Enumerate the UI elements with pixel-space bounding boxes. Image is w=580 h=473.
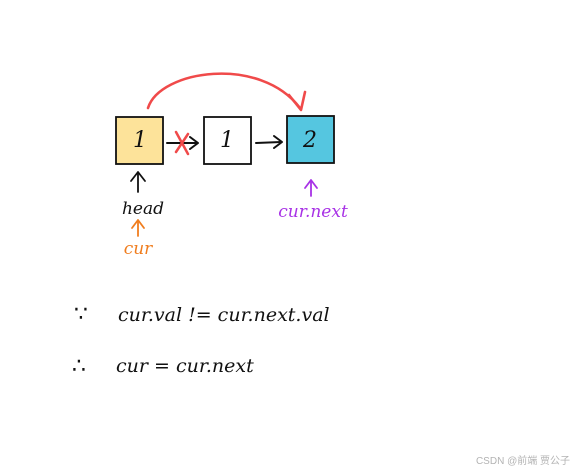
because-symbol: ∵: [74, 302, 88, 327]
skip-arc-arrow: [146, 72, 307, 112]
node-value-1: 1: [133, 128, 147, 153]
condition-formula: cur.val != cur.next.val: [118, 304, 330, 326]
cur-next-label: cur.next: [278, 202, 348, 222]
node-value-3: 2: [302, 128, 317, 153]
head-pointer-arrow: [130, 171, 146, 193]
therefore-symbol: ∴: [72, 354, 86, 379]
link-arrow-2-to-3: [255, 135, 283, 149]
cur-next-pointer-arrow: [304, 179, 318, 197]
head-label: head: [122, 199, 164, 219]
node-box-3: [286, 115, 335, 164]
cur-label: cur: [124, 239, 153, 259]
node-box-2: [203, 116, 252, 165]
cross-mark: [174, 130, 190, 156]
node-value-2: 1: [220, 128, 234, 153]
cur-pointer-arrow: [131, 219, 145, 237]
watermark: CSDN @前端 贾公子: [475, 456, 570, 467]
assignment-formula: cur = cur.next: [116, 355, 254, 377]
node-box-1: [115, 116, 164, 165]
